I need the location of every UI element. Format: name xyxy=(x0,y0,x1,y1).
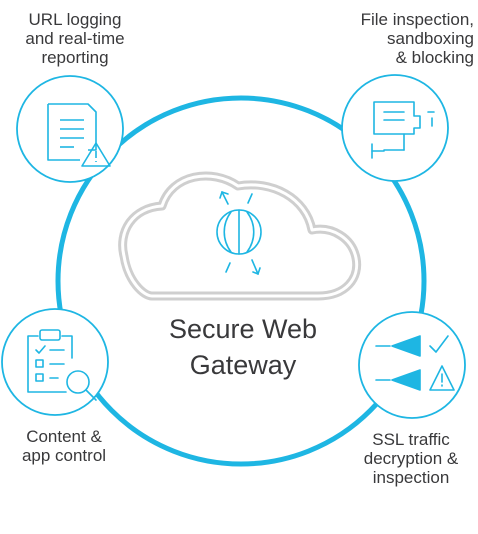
content-control-circle xyxy=(1,308,109,416)
center-title-line1: Secure Web xyxy=(168,314,318,344)
globe-arrows-icon xyxy=(216,190,262,276)
url-logging-label: URL logging and real-time reporting xyxy=(25,10,125,67)
security-camera-icon xyxy=(371,101,435,159)
ssl-traffic-circle xyxy=(358,311,466,419)
clipboard-magnifier-icon xyxy=(27,329,97,401)
center-title: Secure Web Gateway xyxy=(128,311,358,383)
center-title-line2: Gateway xyxy=(189,350,297,380)
document-warning-icon xyxy=(47,103,111,167)
file-inspection-label: File inspection, sandboxing & blocking xyxy=(360,10,474,67)
arrows-check-warning-icon xyxy=(375,335,455,391)
ssl-traffic-label: SSL traffic decryption & inspection xyxy=(363,430,459,487)
file-inspection-circle xyxy=(341,74,449,182)
content-control-label: Content & app control xyxy=(21,427,107,465)
main-ring xyxy=(55,95,427,467)
